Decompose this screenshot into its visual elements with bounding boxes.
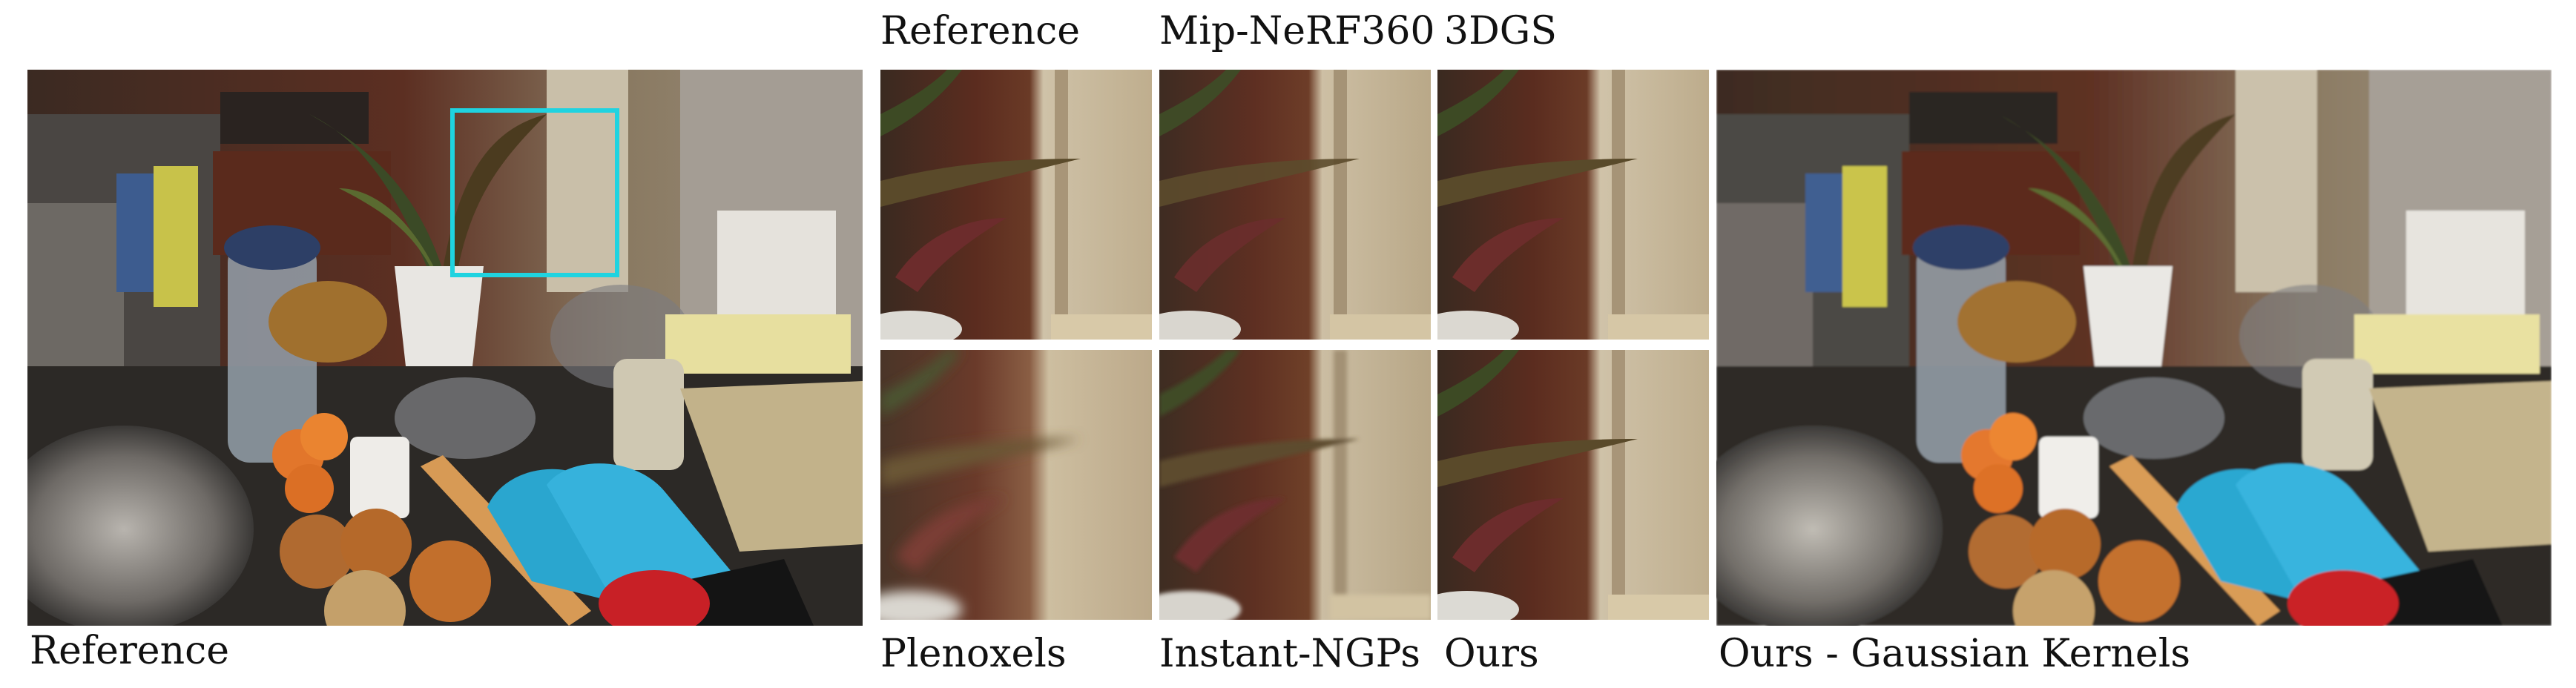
crop-reference — [880, 70, 1152, 340]
ours-gaussian-kernels-full-image — [1716, 70, 2552, 626]
label-bottom-plenoxels: Plenoxels — [880, 632, 1067, 676]
crop-mipnerf360 — [1159, 70, 1431, 340]
crop-instant-ngp — [1159, 350, 1431, 620]
label-bottom-instant-ngp: Instant-NGPs — [1159, 632, 1420, 676]
label-top-3dgs: 3DGS — [1444, 9, 1557, 53]
crop-plenoxels — [880, 350, 1152, 620]
crop-3dgs — [1437, 70, 1709, 340]
zoom-region-box — [450, 108, 619, 277]
label-bottom-reference: Reference — [30, 629, 229, 673]
crop-ours — [1437, 350, 1709, 620]
label-top-reference: Reference — [880, 9, 1080, 53]
label-top-mipnerf360: Mip-NeRF360 — [1159, 9, 1435, 53]
label-bottom-ours-gaussian-kernels: Ours - Gaussian Kernels — [1719, 632, 2191, 676]
label-bottom-ours: Ours — [1444, 632, 1539, 676]
reference-full-image — [27, 70, 863, 626]
